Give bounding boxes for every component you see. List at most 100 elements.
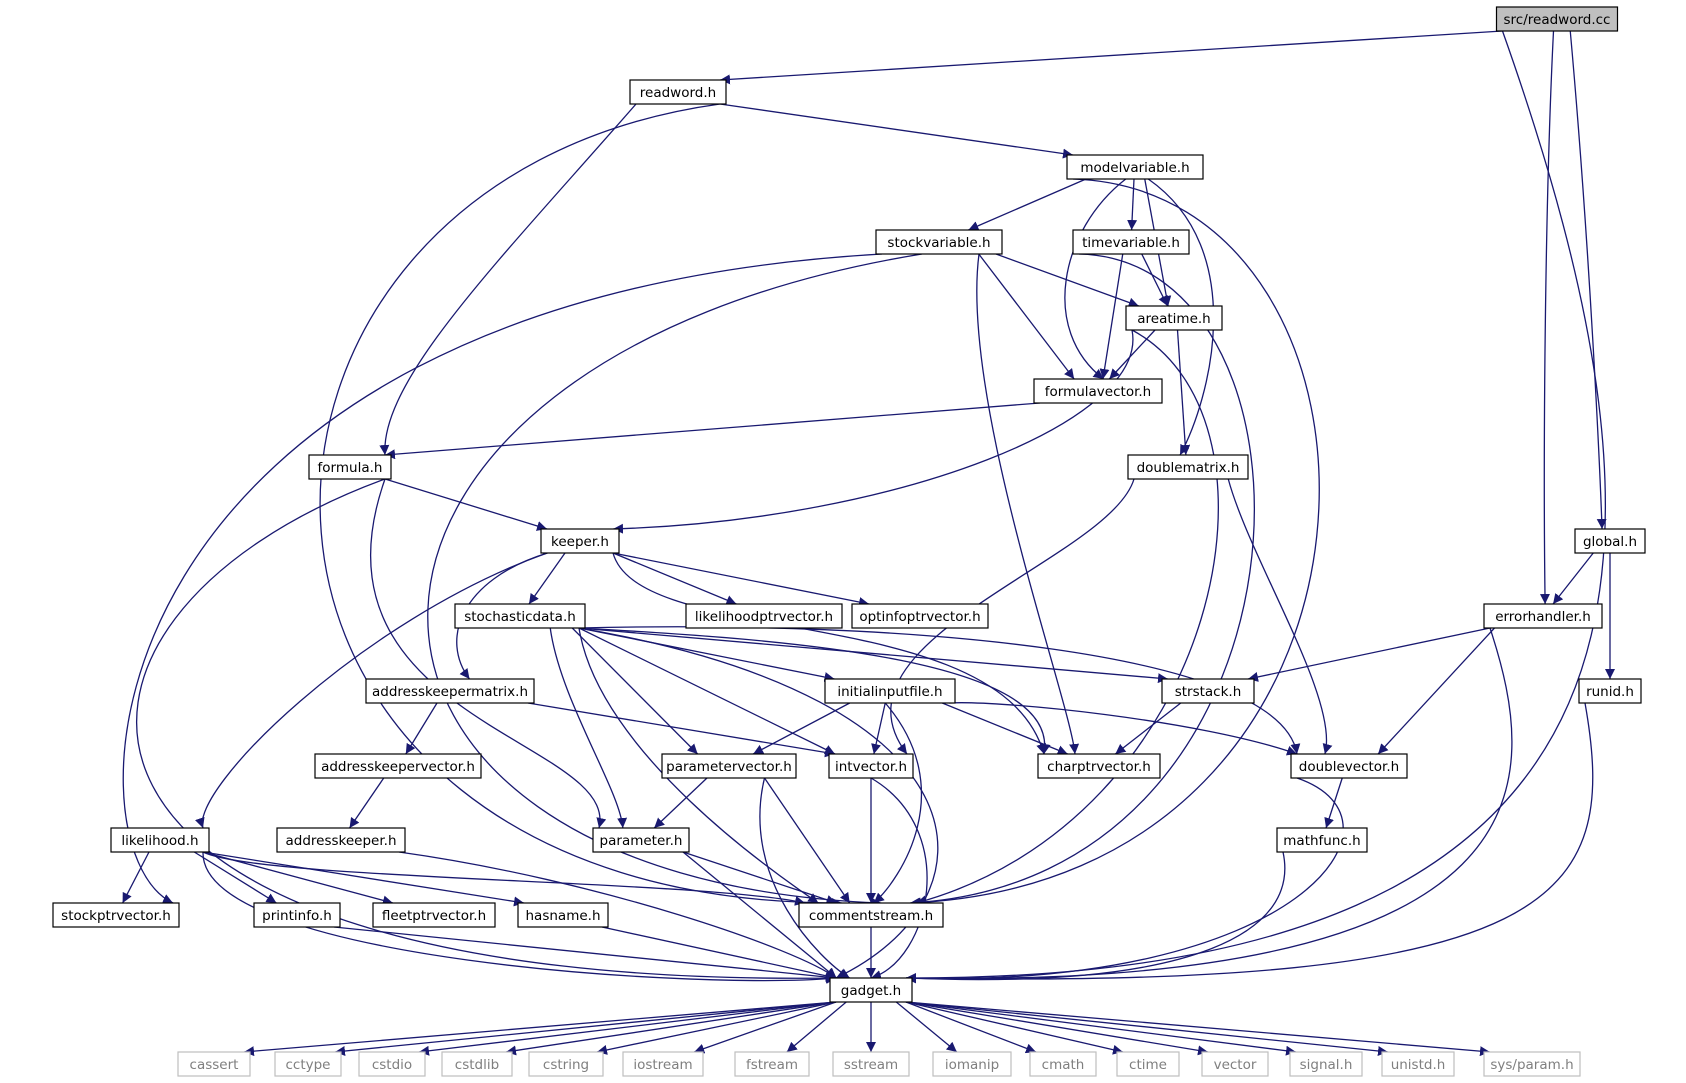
- node-box: [932, 1051, 1012, 1077]
- node-label: vector: [1214, 1057, 1257, 1073]
- node-printinfo-h[interactable]: printinfo.h: [253, 902, 341, 928]
- node-box: [1116, 1051, 1180, 1077]
- node-box: [685, 603, 843, 629]
- edge-parametervector_h-to-gadget_h: [759, 777, 851, 979]
- node-label: sys/param.h: [1490, 1057, 1573, 1073]
- edge-keeper_h-to-charptrvector_h: [612, 552, 1047, 755]
- node-label: unistd.h: [1391, 1057, 1446, 1073]
- node-parameter-h[interactable]: parameter.h: [592, 827, 690, 853]
- node-charptrvector-h[interactable]: charptrvector.h: [1037, 753, 1161, 779]
- node-doublevector-h[interactable]: doublevector.h: [1290, 753, 1408, 779]
- node-box: [622, 1051, 704, 1077]
- node-formulavector-h[interactable]: formulavector.h: [1033, 378, 1163, 404]
- node-box: [1161, 678, 1255, 704]
- edge-gadget_h-to-unistd_h: [905, 1001, 1389, 1056]
- edge-mathfunc_h-to-gadget_h: [905, 851, 1286, 984]
- node-optinfoptrvector-h[interactable]: optinfoptrvector.h: [851, 603, 989, 629]
- node-hasname-h[interactable]: hasname.h: [517, 902, 609, 928]
- node-mathfunc-h[interactable]: mathfunc.h: [1276, 827, 1368, 853]
- file-nodes: src/readword.cc readword.h modelvariable.h…: [52, 6, 1646, 1077]
- node-fleetptrvector-h[interactable]: fleetptrvector.h: [372, 902, 496, 928]
- edge-stochasticdata_h-to-parametervector_h: [571, 627, 699, 755]
- node-timevariable-h[interactable]: timevariable.h: [1072, 229, 1190, 255]
- edge-formulavector_h-to-formula_h: [384, 402, 1041, 460]
- node-box: [1381, 1051, 1455, 1077]
- edge-formula_h-to-parameter_h: [369, 478, 607, 829]
- node-stochasticdata-h[interactable]: stochasticdata.h: [454, 603, 586, 629]
- node-readword-h[interactable]: readword.h: [629, 79, 727, 105]
- node-gadget-h[interactable]: gadget.h: [829, 977, 913, 1003]
- edge-errorhandler_h-to-gadget_h: [905, 627, 1513, 984]
- node-likelihood-h[interactable]: likelihood.h: [110, 827, 210, 853]
- edge-initialinputfile_h-to-charptrvector_h: [942, 702, 1068, 755]
- edge-areatime_h-to-keeper_h: [612, 329, 1134, 534]
- node-label: modelvariable.h: [1080, 160, 1189, 176]
- node-commentstream-h[interactable]: commentstream.h: [798, 902, 944, 928]
- node-box: [828, 753, 914, 779]
- node-cstdio: cstdio: [358, 1051, 426, 1077]
- edge-stockvariable_h-to-areatime_h: [995, 253, 1139, 308]
- edge-gadget_h-to-vector: [905, 1001, 1209, 1056]
- node-box: [52, 902, 180, 928]
- node-stockvariable-h[interactable]: stockvariable.h: [875, 229, 1003, 255]
- edge-gadget_h-to-sys_param_h: [905, 1001, 1491, 1057]
- node-modelvariable-h[interactable]: modelvariable.h: [1066, 154, 1204, 180]
- node-doublematrix-h[interactable]: doublematrix.h: [1127, 454, 1249, 480]
- node-parametervector-h[interactable]: parametervector.h: [661, 753, 797, 779]
- node-keeper-h[interactable]: keeper.h: [540, 528, 620, 554]
- node-initialinputfile-h[interactable]: initialinputfile.h: [824, 678, 956, 704]
- node-formula-h[interactable]: formula.h: [308, 454, 392, 480]
- node-addresskeeper-h[interactable]: addresskeeper.h: [276, 827, 406, 853]
- node-addresskeepervector-h[interactable]: addresskeepervector.h: [314, 753, 482, 779]
- node-label: errorhandler.h: [1495, 609, 1591, 625]
- node-iostream: iostream: [622, 1051, 704, 1077]
- edge-likelihood_h-to-printinfo_h: [193, 851, 277, 904]
- node-box: [1290, 753, 1408, 779]
- node-intvector-h[interactable]: intvector.h: [828, 753, 914, 779]
- node-runid-h[interactable]: runid.h: [1578, 678, 1642, 704]
- node-iomanip: iomanip: [932, 1051, 1012, 1077]
- node-box: [824, 678, 956, 704]
- edge-stochasticdata_h-to-strstack_h: [578, 627, 1169, 684]
- node-errorhandler-h[interactable]: errorhandler.h: [1483, 603, 1603, 629]
- node-cassert: cassert: [177, 1051, 251, 1077]
- edge-likelihood_h-to-gadget_h: [202, 851, 837, 984]
- edge-timevariable_h-to-commentstream_h: [909, 253, 1255, 908]
- node-label: runid.h: [1586, 684, 1634, 700]
- edge-areatime_h-to-doublematrix_h: [1176, 329, 1191, 456]
- node-strstack-h[interactable]: strstack.h: [1161, 678, 1255, 704]
- edge-readword_cc-to-global_h: [1569, 30, 1607, 530]
- edge-addresskeepermatrix_h-to-intvector_h: [527, 702, 836, 758]
- node-label: cstring: [543, 1057, 589, 1073]
- node-vector: vector: [1201, 1051, 1269, 1077]
- node-box: [832, 1051, 910, 1077]
- node-label: doublematrix.h: [1137, 460, 1240, 476]
- node-box: [177, 1051, 251, 1077]
- node-sstream: sstream: [832, 1051, 910, 1077]
- node-label: ctime: [1129, 1057, 1167, 1073]
- node-box: [661, 753, 797, 779]
- dependency-edges: [122, 30, 1615, 1057]
- node-readword-cc[interactable]: src/readword.cc: [1495, 6, 1619, 32]
- edge-readword_cc-to-gadget_h: [905, 30, 1607, 984]
- node-areatime-h[interactable]: areatime.h: [1125, 305, 1223, 331]
- node-box: [1201, 1051, 1269, 1077]
- edge-formula_h-to-gadget_h: [136, 478, 837, 984]
- node-box: [1029, 1051, 1097, 1077]
- edge-printinfo_h-to-gadget_h: [333, 926, 837, 982]
- node-box: [829, 977, 913, 1003]
- node-addresskeepermatrix-h[interactable]: addresskeepermatrix.h: [365, 678, 535, 704]
- node-label: timevariable.h: [1082, 235, 1180, 251]
- edge-keeper_h-to-likelihoodptrvector_h: [612, 552, 737, 605]
- node-label: stockvariable.h: [887, 235, 990, 251]
- node-unistd-h: unistd.h: [1381, 1051, 1455, 1077]
- edge-initialinputfile_h-to-intvector_h: [871, 702, 886, 755]
- edge-readword_h-to-commentstream_h: [319, 103, 843, 909]
- node-label: strstack.h: [1175, 684, 1242, 700]
- edge-keeper_h-to-optinfoptrvector_h: [612, 552, 870, 607]
- node-stockptrvector-h[interactable]: stockptrvector.h: [52, 902, 180, 928]
- node-global-h[interactable]: global.h: [1574, 528, 1646, 554]
- edge-doublevector_h-to-gadget_h: [905, 777, 1344, 984]
- node-box: [1276, 827, 1368, 853]
- node-likelihoodptrvector-h[interactable]: likelihoodptrvector.h: [685, 603, 843, 629]
